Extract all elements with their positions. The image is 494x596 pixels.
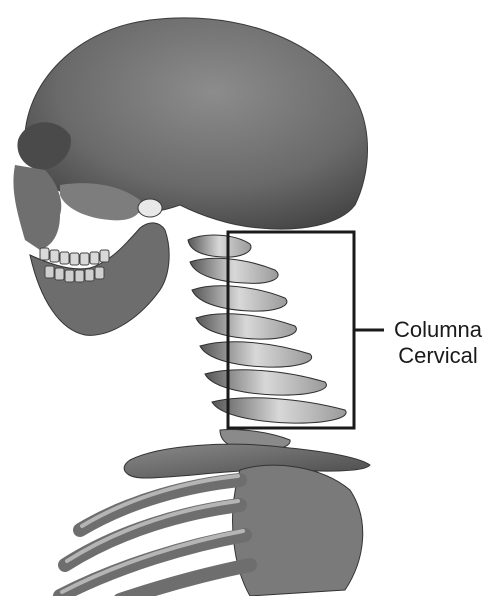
scapula (233, 465, 363, 596)
vertebra-c7 (212, 398, 346, 423)
annotation-line-2: Cervical (382, 343, 494, 369)
vertebra-c5 (200, 342, 312, 367)
vertebra-c3 (192, 286, 287, 311)
cervical-vertebrae (188, 235, 346, 423)
vertebra-c1 (188, 235, 251, 257)
annotation-line-1: Columna (382, 317, 494, 343)
ear-opening (138, 199, 162, 217)
vertebra-c4 (196, 314, 296, 339)
upper-teeth (40, 248, 109, 265)
vertebra-c2 (190, 258, 278, 283)
vertebra-c6 (205, 370, 327, 395)
